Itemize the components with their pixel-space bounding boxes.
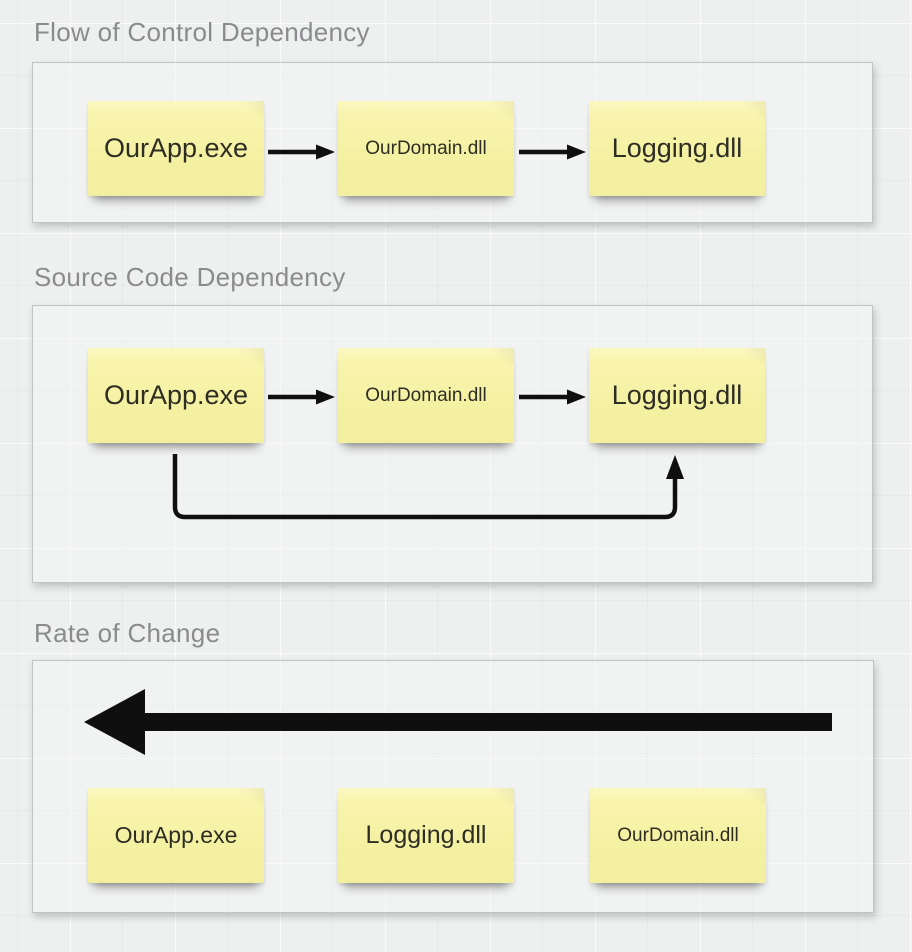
sticky-note-logging-dll: Logging.dll xyxy=(589,101,765,196)
sticky-note-label: OurApp.exe xyxy=(103,133,249,163)
arrow-ourapp-to-ourdomain xyxy=(268,389,335,405)
sticky-note-ourdomain-dll: OurDomain.dll xyxy=(338,101,514,196)
sticky-note-ourdomain-dll: OurDomain.dll xyxy=(590,788,766,883)
sticky-note-logging-dll: Logging.dll xyxy=(589,348,765,443)
arrow-ourdomain-to-logging xyxy=(519,389,586,405)
sticky-note-label: Logging.dll xyxy=(611,380,743,410)
sticky-note-label: OurDomain.dll xyxy=(617,824,739,846)
section-title: Source Code Dependency xyxy=(34,262,346,292)
arrow-ourapp-to-ourdomain xyxy=(268,144,335,160)
sticky-note-ourapp-exe: OurApp.exe xyxy=(88,101,264,196)
sticky-note-label: OurApp.exe xyxy=(103,380,249,410)
sticky-note-ourdomain-dll: OurDomain.dll xyxy=(338,348,514,443)
sticky-note-label: Logging.dll xyxy=(365,821,487,849)
sticky-note-ourapp-exe: OurApp.exe xyxy=(88,788,264,883)
rate-of-change-direction-arrow xyxy=(84,689,832,755)
sticky-note-logging-dll: Logging.dll xyxy=(338,788,514,883)
section-title: Rate of Change xyxy=(34,618,221,648)
arrow-ourapp-to-logging-elbow xyxy=(172,454,684,520)
sticky-note-label: OurApp.exe xyxy=(114,822,238,848)
sticky-note-label: Logging.dll xyxy=(611,133,743,163)
sticky-note-label: OurDomain.dll xyxy=(365,137,487,159)
sticky-note-ourapp-exe: OurApp.exe xyxy=(88,348,264,443)
arrow-ourdomain-to-logging xyxy=(519,144,586,160)
section-title: Flow of Control Dependency xyxy=(34,17,370,47)
sticky-note-label: OurDomain.dll xyxy=(365,384,487,406)
